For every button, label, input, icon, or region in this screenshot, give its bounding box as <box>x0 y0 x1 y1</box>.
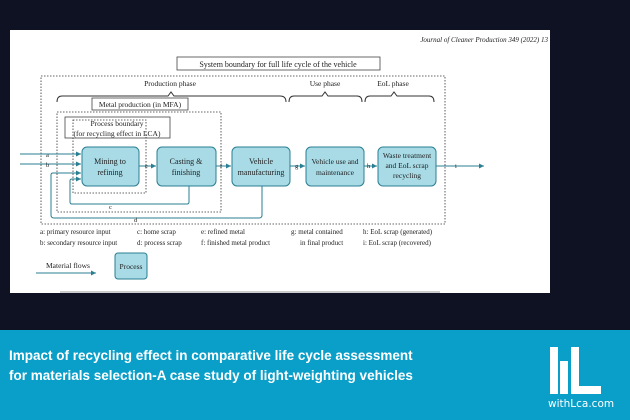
phase-use: Use phase <box>310 79 341 88</box>
flow-label-g: g <box>295 163 299 170</box>
article-banner: Impact of recycling effect in comparativ… <box>0 330 630 420</box>
flow-label-e: e <box>145 163 148 170</box>
process-boundary-label-box <box>64 116 171 139</box>
phase-eol: EoL phase <box>377 79 409 88</box>
svg-text:g: metal contained: g: metal contained <box>291 228 343 236</box>
process-mining-to-refining: Mining to refining <box>81 146 140 187</box>
process-boundary-label-2: (for recycling effect in LCA) <box>74 129 161 138</box>
svg-text:maintenance: maintenance <box>316 168 355 177</box>
svg-text:and EoL scrap: and EoL scrap <box>385 161 428 170</box>
system-boundary-label: System boundary for full life cycle of t… <box>199 60 357 69</box>
paper-figure: Journal of Cleaner Production 349 (2022)… <box>10 30 550 293</box>
legend-material-flows: Material flows <box>46 261 90 270</box>
process-casting-finishing: Casting & finishing <box>156 146 217 187</box>
logo-text: withLca.com <box>548 398 615 410</box>
flow-label-b: b <box>46 162 49 169</box>
withlca-logo[interactable]: withLca.com <box>548 344 624 414</box>
svg-text:Vehicle use and: Vehicle use and <box>311 157 358 166</box>
metal-production-label-box <box>91 97 189 111</box>
metal-production-boundary <box>56 111 222 213</box>
system-boundary-label-box <box>176 56 381 71</box>
process-boundary <box>72 119 147 194</box>
svg-text:refining: refining <box>97 168 122 177</box>
caption-cutoff <box>60 291 440 293</box>
flow-label-d: d <box>134 217 138 224</box>
svg-text:b: secondary resource input: b: secondary resource input <box>40 239 117 247</box>
brace-production <box>56 91 287 103</box>
legend-process-label: Process <box>120 262 143 271</box>
metal-production-label: Metal production (in MFA) <box>99 100 182 109</box>
svg-text:Casting &: Casting & <box>170 157 203 166</box>
flow-definitions: a: primary resource input c: home scrap … <box>40 228 433 247</box>
svg-text:Vehicle: Vehicle <box>249 157 273 166</box>
flow-c <box>69 176 190 205</box>
legend-process-box <box>114 252 148 280</box>
svg-text:f: finished metal product: f: finished metal product <box>201 239 270 247</box>
svg-text:h: EoL scrap (generated): h: EoL scrap (generated) <box>363 228 433 236</box>
system-boundary <box>40 75 446 225</box>
svg-text:i: EoL scrap (recovered): i: EoL scrap (recovered) <box>363 239 432 247</box>
journal-header: Journal of Cleaner Production 349 (2022)… <box>420 36 548 44</box>
process-waste-treatment: Waste treatment and EoL scrap recycling <box>377 146 437 187</box>
flow-label-f: f <box>220 163 223 170</box>
svg-text:Mining to: Mining to <box>94 157 126 166</box>
brace-eol <box>364 91 435 103</box>
flow-label-a: a <box>46 152 49 159</box>
phase-production: Production phase <box>144 79 197 88</box>
process-vehicle-manufacturing: Vehicle manufacturing <box>231 146 291 187</box>
article-title[interactable]: Impact of recycling effect in comparativ… <box>9 348 413 383</box>
process-vehicle-use: Vehicle use and maintenance <box>305 146 365 187</box>
svg-text:a: primary resource input: a: primary resource input <box>40 228 111 236</box>
flow-label-c: c <box>109 204 112 211</box>
brace-use <box>288 91 363 103</box>
svg-text:in final product: in final product <box>300 239 343 247</box>
svg-text:d: process scrap: d: process scrap <box>137 239 182 247</box>
flow-label-h: h <box>367 163 371 170</box>
flow-d <box>50 170 263 219</box>
svg-text:finishing: finishing <box>172 168 200 177</box>
process-boundary-label-1: Process boundary <box>90 119 143 128</box>
svg-text:Waste treatment: Waste treatment <box>383 151 432 160</box>
svg-text:c: home scrap: c: home scrap <box>137 228 176 236</box>
svg-text:manufacturing: manufacturing <box>238 168 285 177</box>
svg-text:e: refined metal: e: refined metal <box>201 228 245 236</box>
flow-label-i: i <box>455 163 457 170</box>
svg-text:recycling: recycling <box>393 171 421 180</box>
